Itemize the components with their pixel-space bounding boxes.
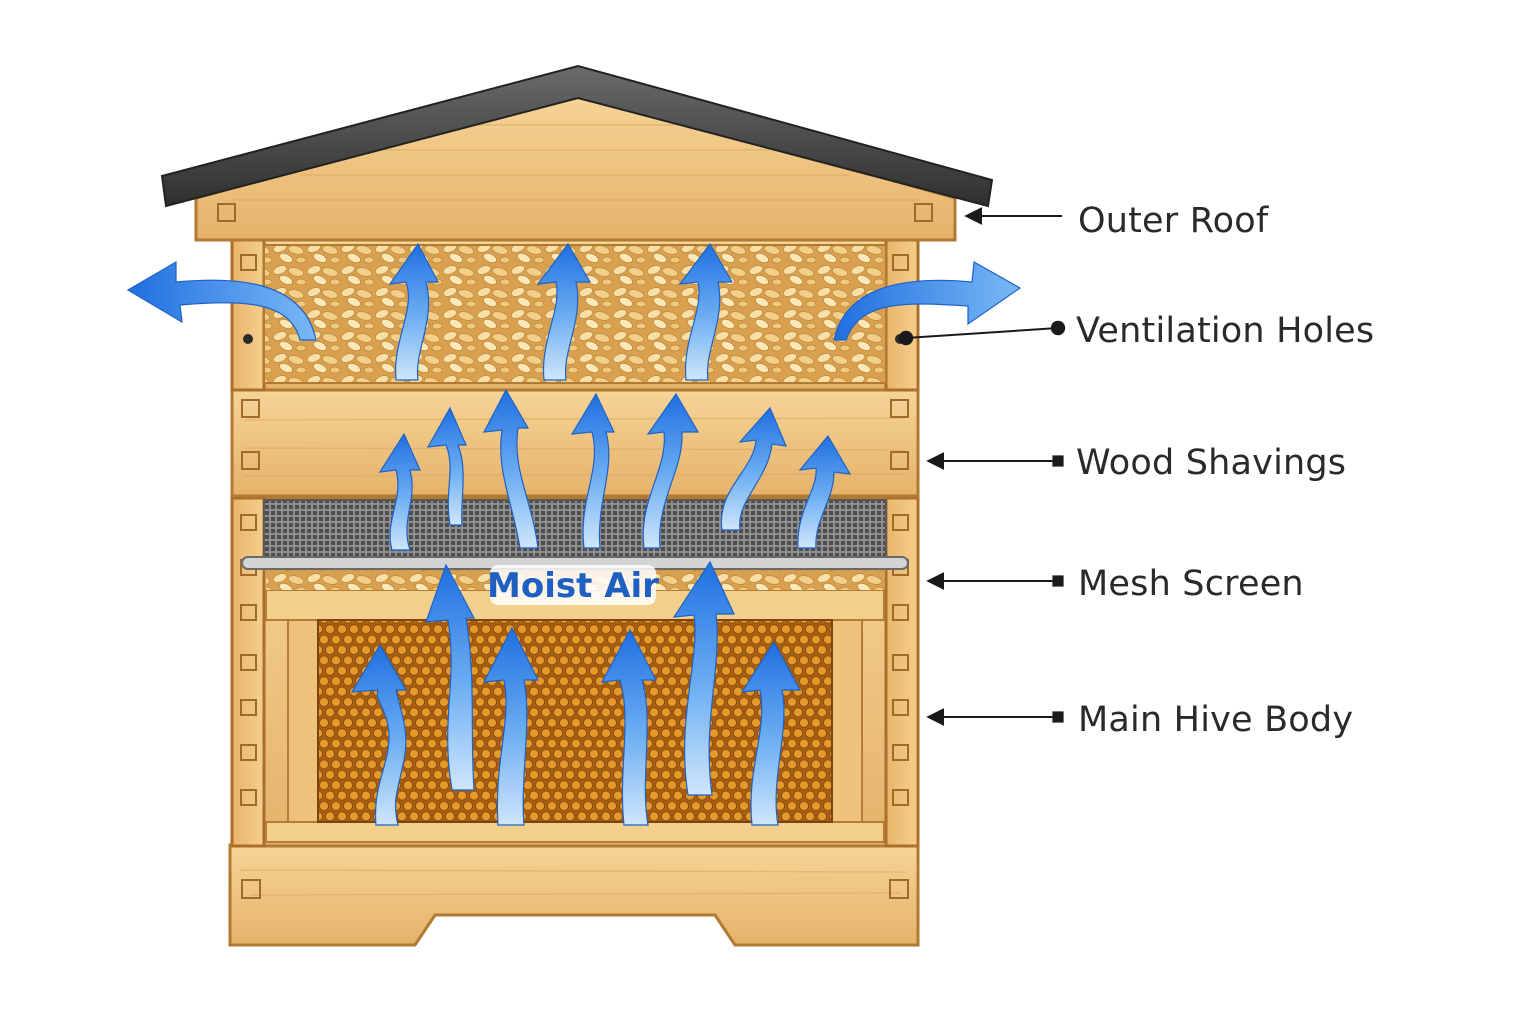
airflow-arrows-middle: [378, 388, 852, 551]
air-arrow: [350, 643, 408, 826]
label-outer-roof: Outer Roof: [1078, 201, 1269, 241]
air-arrow-exit-left: [126, 260, 317, 341]
label-wood-shavings: Wood Shavings: [1076, 443, 1346, 483]
moist-air-callout: Moist Air: [487, 565, 659, 606]
air-arrow: [678, 242, 734, 381]
air-arrow: [600, 628, 657, 826]
air-arrow: [642, 392, 700, 549]
leader-lines: [898, 207, 1066, 726]
air-arrow: [388, 242, 439, 381]
air-arrow: [797, 434, 852, 549]
air-arrow: [426, 406, 467, 526]
vent-hole-left: [243, 334, 253, 344]
air-arrow: [482, 626, 539, 826]
hive-stand: [228, 843, 920, 947]
roof-cover: [160, 64, 994, 208]
mesh-screen: [241, 499, 909, 570]
label-main-hive-body: Main Hive Body: [1078, 700, 1353, 740]
part-labels: Outer Roof Ventilation Holes Wood Shavin…: [1076, 201, 1374, 740]
moist-air-label: Moist Air: [487, 566, 659, 606]
airflow-arrows-upper: [388, 242, 734, 381]
air-arrow-exit-right: [833, 261, 1022, 341]
middle-box: [230, 388, 920, 498]
frame-bottom-bar: [265, 821, 885, 843]
air-arrow: [740, 640, 802, 826]
exhaust-arrows: [126, 260, 1022, 341]
air-arrow: [482, 388, 539, 549]
label-ventilation-holes: Ventilation Holes: [1076, 311, 1374, 351]
airflow-arrows-lower: [350, 560, 802, 826]
vent-hole-right: [895, 334, 905, 344]
leader-ventilation-holes: [898, 320, 1066, 346]
air-arrow: [425, 563, 475, 791]
air-arrow: [570, 392, 615, 549]
air-arrow: [536, 242, 592, 381]
air-arrow: [672, 560, 735, 796]
outer-roof: [160, 64, 994, 242]
label-mesh-screen: Mesh Screen: [1078, 564, 1304, 604]
air-arrow: [378, 432, 421, 551]
air-arrow: [720, 406, 787, 531]
